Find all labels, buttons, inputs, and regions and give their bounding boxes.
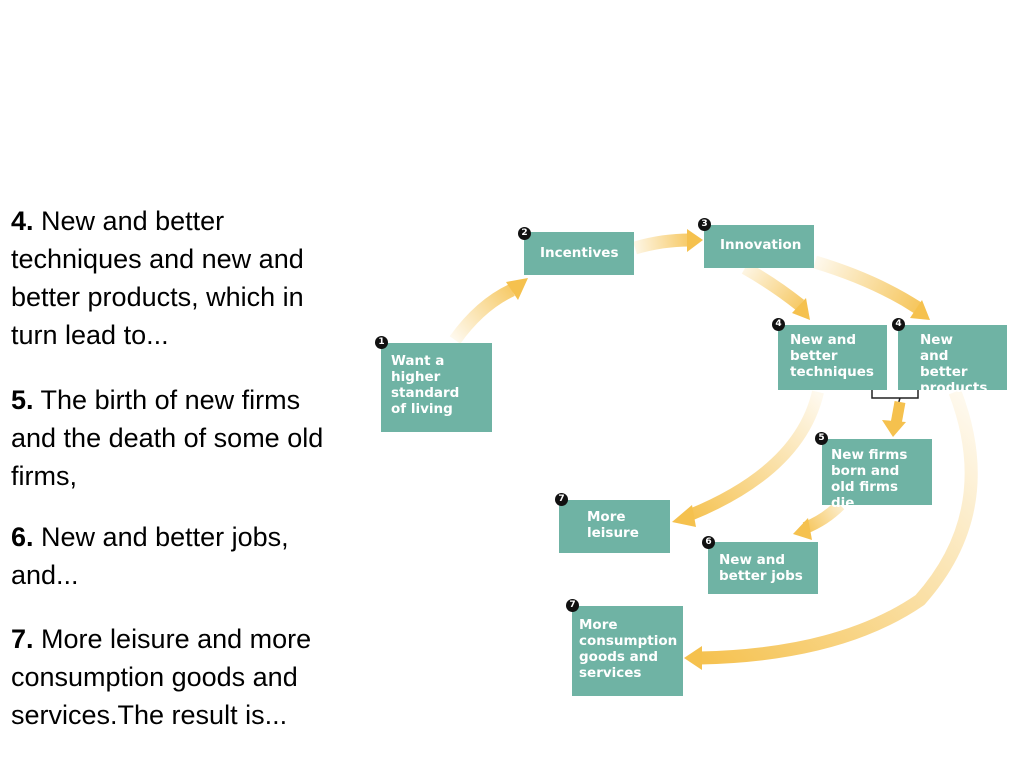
paragraph-step-6: 6. New and better jobs, and... (11, 518, 341, 594)
step-text: The birth of new firms and the death of … (11, 385, 324, 491)
arrow-want-to-incentives (449, 284, 515, 344)
arrow-innovation-to-products (813, 255, 922, 314)
paragraph-step-5: 5. The birth of new firms and the death … (11, 381, 341, 495)
node-want-higher-standard: Want a higher standard of living (381, 343, 492, 432)
step-badge: 3 (698, 218, 711, 231)
step-number: 4. (11, 206, 34, 236)
step-number: 6. (11, 522, 34, 552)
arrow-innovation-to-techniques (741, 262, 805, 311)
step-number: 7. (11, 624, 34, 654)
step-badge: 2 (518, 227, 531, 240)
step-badge: 7 (555, 493, 568, 506)
arrow-incentives-to-innovation (633, 233, 691, 255)
arrowhead (793, 518, 812, 540)
node-more-consumption: More consumption goods and services (572, 606, 683, 696)
arrowhead (687, 229, 703, 252)
paragraph-step-4: 4. New and better techniques and new and… (11, 202, 341, 354)
arrowhead (672, 505, 696, 527)
node-new-better-jobs: New and better jobs (708, 542, 818, 594)
arrow-techniques-to-leisure (687, 390, 824, 521)
arrowhead (684, 646, 702, 670)
paragraph-step-7: 7. More leisure and more consumption goo… (11, 620, 371, 734)
node-incentives: Incentives (524, 232, 634, 275)
arrowhead (792, 298, 810, 320)
node-new-better-techniques: New and better techniques (778, 325, 887, 390)
node-new-firms: New firms born and old firms die (822, 439, 932, 511)
arrow-bracket-to-new-firms (890, 401, 906, 425)
node-new-better-products: New and better products (898, 325, 1007, 396)
step-text: More leisure and more consumption goods … (11, 624, 312, 730)
arrowhead (506, 278, 528, 300)
arrowhead (910, 300, 930, 320)
step-badge: 1 (375, 336, 388, 349)
step-badge: 7 (566, 599, 579, 612)
node-more-leisure: More leisure (559, 500, 670, 553)
step-text: New and better techniques and new and be… (11, 206, 304, 350)
arrow-products-to-consumption (699, 389, 978, 665)
step-badge: 5 (815, 432, 828, 445)
step-badge: 6 (702, 536, 715, 549)
step-number: 5. (11, 385, 34, 415)
step-badge: 4 (772, 318, 785, 331)
node-innovation: Innovation (704, 225, 814, 268)
arrowhead (882, 420, 906, 437)
step-text: New and better jobs, and... (11, 522, 289, 590)
step-badge: 4 (892, 318, 905, 331)
